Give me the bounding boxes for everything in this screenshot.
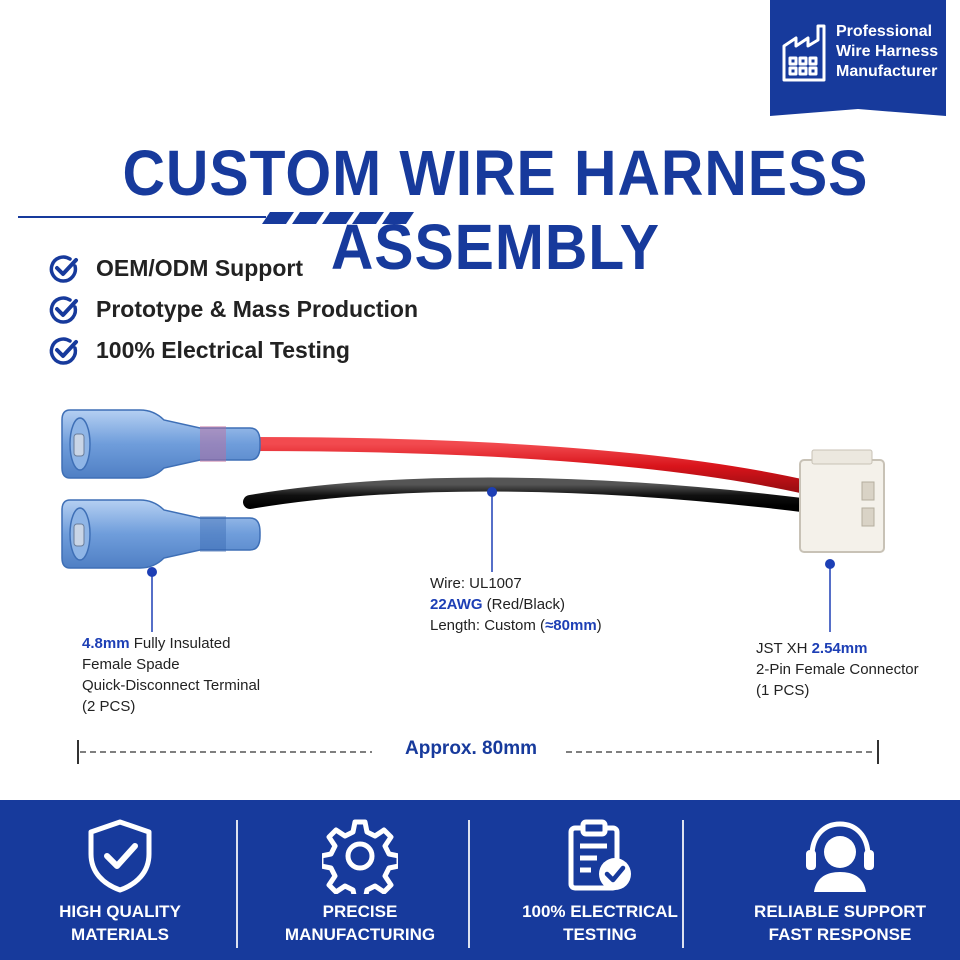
connector-line: (1 PCS) [756,682,810,699]
footer-item-support: RELIABLE SUPPORT FAST RESPONSE [720,800,960,960]
black-wire [243,477,817,513]
wire-length: ≈80mm [545,617,597,634]
check-circle-icon [49,295,78,324]
footer-divider [236,820,238,948]
footer-label: MATERIALS [71,925,169,944]
badge-line: Wire Harness [836,43,939,60]
connector-type: JST XH [756,640,812,657]
wire-gauge: 22AWG [430,596,483,613]
features-footer: HIGH QUALITY MATERIALS PRECISE MANUFACTU… [0,800,960,960]
terminal-desc: Fully Insulated [129,635,231,652]
footer-label: TESTING [563,925,637,944]
shield-check-icon [88,819,152,893]
connector-callout: JST XH 2.54mm 2-Pin Female Connector (1 … [756,638,919,701]
gear-icon [322,819,398,894]
headset-support-icon [806,821,874,892]
badge-line: Professional [836,23,933,40]
title-underline [18,216,266,218]
callout-dot [487,487,497,497]
wire-length-suffix: ) [596,617,602,634]
wire-type: Wire: UL1007 [430,575,522,592]
wire-harness-illustration [61,409,885,632]
wire-callout: Wire: UL1007 22AWG (Red/Black) Length: C… [430,573,602,636]
dimension-label: Approx. 80mm [405,738,537,759]
feature-label: OEM/ODM Support [96,255,303,281]
footer-item-testing: 100% ELECTRICAL TESTING [480,800,720,960]
feature-list: OEM/ODM Support Prototype & Mass Product… [48,248,418,371]
jst-connector [799,449,885,553]
clipboard-check-icon [568,819,631,891]
footer-item-manufacturing: PRECISE MANUFACTURING [240,800,480,960]
footer-label: MANUFACTURING [284,925,436,944]
footer-label: FAST RESPONSE [768,925,912,944]
factory-icon [782,24,826,82]
terminal-size: 4.8mm [82,635,130,652]
callout-dot [147,567,157,577]
check-circle-icon [49,336,78,365]
wire-length-prefix: Length: Custom ( [430,617,546,634]
feature-label: 100% Electrical Testing [96,337,350,363]
terminal-line: Quick-Disconnect Terminal [82,677,261,694]
page-title: CUSTOM WIRE HARNESS ASSEMBLY [122,137,869,283]
footer-label: 100% ELECTRICAL [522,902,678,921]
callout-dot [825,559,835,569]
spade-terminal [61,409,261,479]
title-stripes [262,212,414,224]
terminal-line: (2 PCS) [82,698,136,715]
badge-text: Professional Wire Harness Manufacturer [836,22,938,82]
feature-label: Prototype & Mass Production [96,296,419,322]
badge-line: Manufacturer [836,63,938,80]
dimension-line [77,740,879,764]
feature-item: 100% Electrical Testing [48,330,418,371]
feature-item: OEM/ODM Support [48,248,418,289]
footer-item-quality: HIGH QUALITY MATERIALS [0,800,240,960]
footer-label: HIGH QUALITY [59,902,181,921]
connector-line: 2-Pin Female Connector [756,661,919,678]
red-wire [243,437,817,495]
terminal-callout: 4.8mm Fully Insulated Female Spade Quick… [82,633,260,717]
check-circle-icon [49,254,78,283]
wire-colors: (Red/Black) [482,596,566,613]
spade-terminal [61,499,261,569]
manufacturer-badge: Professional Wire Harness Manufacturer [770,0,946,116]
terminal-line: Female Spade [82,656,180,673]
feature-item: Prototype & Mass Production [48,289,418,330]
footer-label: RELIABLE SUPPORT [754,902,926,921]
footer-label: PRECISE [322,902,398,921]
footer-divider [468,820,470,948]
connector-pitch: 2.54mm [811,640,868,657]
footer-divider [682,820,684,948]
